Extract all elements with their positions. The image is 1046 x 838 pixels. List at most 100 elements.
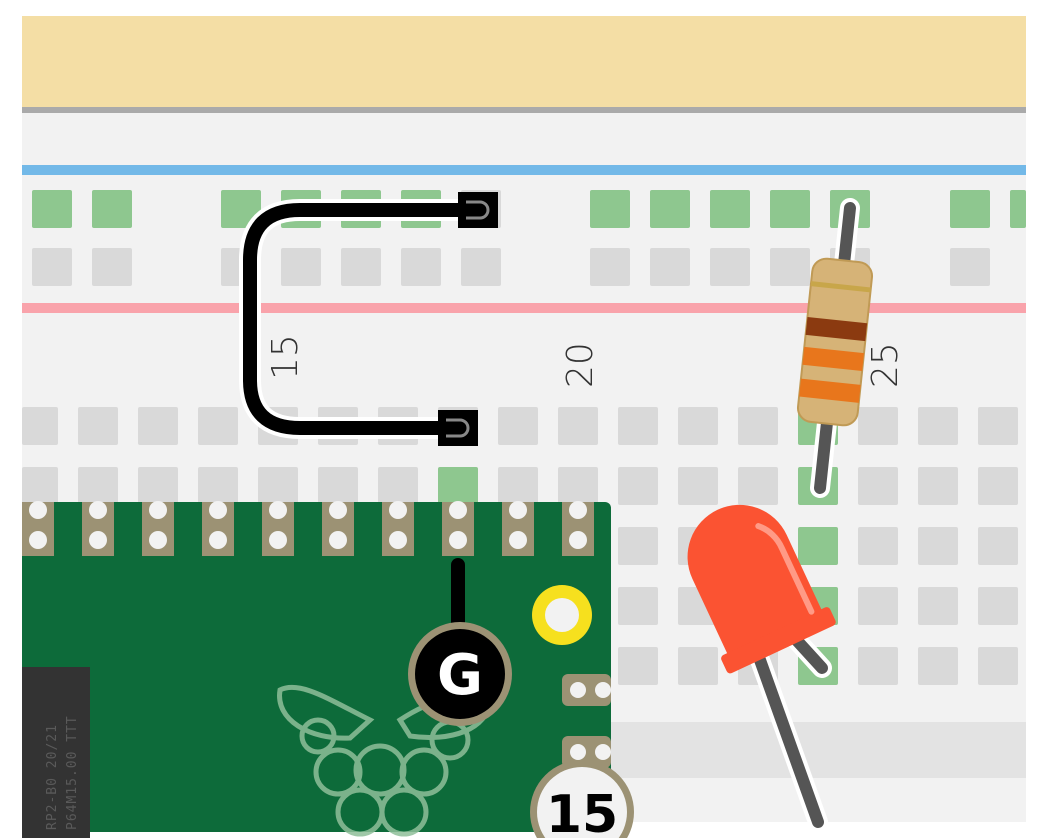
pico-pin-hole	[389, 501, 407, 519]
jumper-wire[interactable]	[239, 192, 498, 446]
terminal-hole[interactable]	[498, 407, 538, 445]
ground-pin-label: G	[437, 643, 483, 708]
rail-hole-top[interactable]	[221, 190, 261, 228]
rail-hole-bottom[interactable]	[950, 248, 990, 286]
terminal-hole[interactable]	[918, 407, 958, 445]
rail-hole-top[interactable]	[770, 190, 810, 228]
pico-pin-hole	[269, 531, 287, 549]
rail-hole-bottom[interactable]	[92, 248, 132, 286]
ground-pin-badge[interactable]: G	[408, 622, 512, 726]
resistor-band-2	[805, 316, 868, 342]
terminal-hole[interactable]	[858, 587, 898, 625]
rail-hole-bottom[interactable]	[770, 248, 810, 286]
terminal-hole[interactable]	[78, 467, 118, 505]
terminal-hole[interactable]	[978, 467, 1018, 505]
led-lead-long	[754, 654, 824, 828]
pico-pin-hole	[329, 501, 347, 519]
rail-hole-top[interactable]	[32, 190, 72, 228]
terminal-hole[interactable]	[78, 407, 118, 445]
rail-hole-bottom[interactable]	[710, 248, 750, 286]
terminal-hole[interactable]	[858, 407, 898, 445]
chip-text-line1: RP2-B0 20/21	[45, 724, 60, 830]
terminal-hole[interactable]	[858, 647, 898, 685]
terminal-hole[interactable]	[798, 527, 838, 565]
resistor[interactable]	[796, 198, 874, 498]
red-rail-line	[22, 303, 1026, 313]
terminal-hole[interactable]	[258, 467, 298, 505]
pico-pin-hole	[389, 531, 407, 549]
rail-hole-bottom[interactable]	[461, 248, 501, 286]
terminal-hole[interactable]	[918, 527, 958, 565]
pico-pin-hole	[509, 501, 527, 519]
terminal-hole[interactable]	[438, 467, 478, 505]
rail-hole-top[interactable]	[590, 190, 630, 228]
terminal-hole[interactable]	[498, 467, 538, 505]
terminal-hole[interactable]	[138, 467, 178, 505]
terminal-hole[interactable]	[618, 467, 658, 505]
rail-hole-top[interactable]	[1010, 190, 1026, 228]
pico-side-pads	[562, 674, 611, 768]
rail-hole-top[interactable]	[950, 190, 990, 228]
terminal-hole[interactable]	[558, 407, 598, 445]
terminal-hole[interactable]	[558, 467, 598, 505]
gpio15-pin-badge[interactable]: 15	[530, 760, 634, 838]
rail-hole-bottom[interactable]	[341, 248, 381, 286]
terminal-hole[interactable]	[618, 587, 658, 625]
terminal-hole[interactable]	[22, 467, 58, 505]
jumper-wire-end-top-pin	[466, 200, 490, 220]
rp2040-chip-body	[22, 667, 90, 838]
resistor-body	[796, 257, 874, 427]
terminal-hole[interactable]	[618, 527, 658, 565]
terminal-hole[interactable]	[378, 467, 418, 505]
terminal-hole[interactable]	[318, 467, 358, 505]
terminal-hole[interactable]	[138, 407, 178, 445]
rail-hole-bottom[interactable]	[32, 248, 72, 286]
pico-pin-hole	[449, 531, 467, 549]
pico-board[interactable]: RP2-B0 20/21 P64M15.00 TTT	[22, 501, 634, 838]
terminal-hole[interactable]	[618, 407, 658, 445]
jumper-wire-body	[243, 203, 485, 435]
led-highlight	[755, 523, 815, 615]
terminal-hole[interactable]	[738, 407, 778, 445]
terminal-hole[interactable]	[918, 467, 958, 505]
terminal-hole[interactable]	[678, 467, 718, 505]
terminal-hole[interactable]	[918, 587, 958, 625]
terminal-hole[interactable]	[678, 647, 718, 685]
pico-pin-hole	[149, 501, 167, 519]
terminal-hole[interactable]	[858, 527, 898, 565]
led[interactable]	[663, 484, 837, 832]
terminal-hole[interactable]	[978, 587, 1018, 625]
terminal-hole[interactable]	[858, 467, 898, 505]
column-labels: 15 20 25	[265, 334, 906, 388]
terminal-hole[interactable]	[198, 467, 238, 505]
rp2040-chip: RP2-B0 20/21 P64M15.00 TTT	[22, 667, 90, 838]
column-label-15: 15	[265, 334, 306, 380]
rail-hole-bottom[interactable]	[590, 248, 630, 286]
jumper-wire-end-bottom-pin	[446, 418, 470, 438]
rail-hole-top[interactable]	[710, 190, 750, 228]
pico-header-pads	[22, 501, 594, 556]
rail-hole-top[interactable]	[650, 190, 690, 228]
pico-pin-hole	[89, 531, 107, 549]
rail-hole-bottom[interactable]	[650, 248, 690, 286]
breadboard-top-edge	[22, 107, 1026, 113]
terminal-hole[interactable]	[678, 407, 718, 445]
resistor-band-4	[799, 378, 861, 403]
jumper-wire-end-bottom	[438, 410, 478, 446]
terminal-hole[interactable]	[978, 407, 1018, 445]
terminal-hole[interactable]	[978, 647, 1018, 685]
terminal-hole[interactable]	[978, 527, 1018, 565]
terminal-hole[interactable]	[618, 647, 658, 685]
rail-hole-top[interactable]	[92, 190, 132, 228]
resistor-band-3	[802, 346, 864, 371]
terminal-hole[interactable]	[738, 467, 778, 505]
terminal-hole[interactable]	[918, 647, 958, 685]
rail-hole-bottom[interactable]	[401, 248, 441, 286]
rail-hole-bottom[interactable]	[281, 248, 321, 286]
terminal-hole[interactable]	[198, 407, 238, 445]
pico-pin-hole	[569, 501, 587, 519]
gpio15-pin-label: 15	[546, 785, 618, 838]
terminal-hole[interactable]	[22, 407, 58, 445]
pico-pin-hole	[149, 531, 167, 549]
